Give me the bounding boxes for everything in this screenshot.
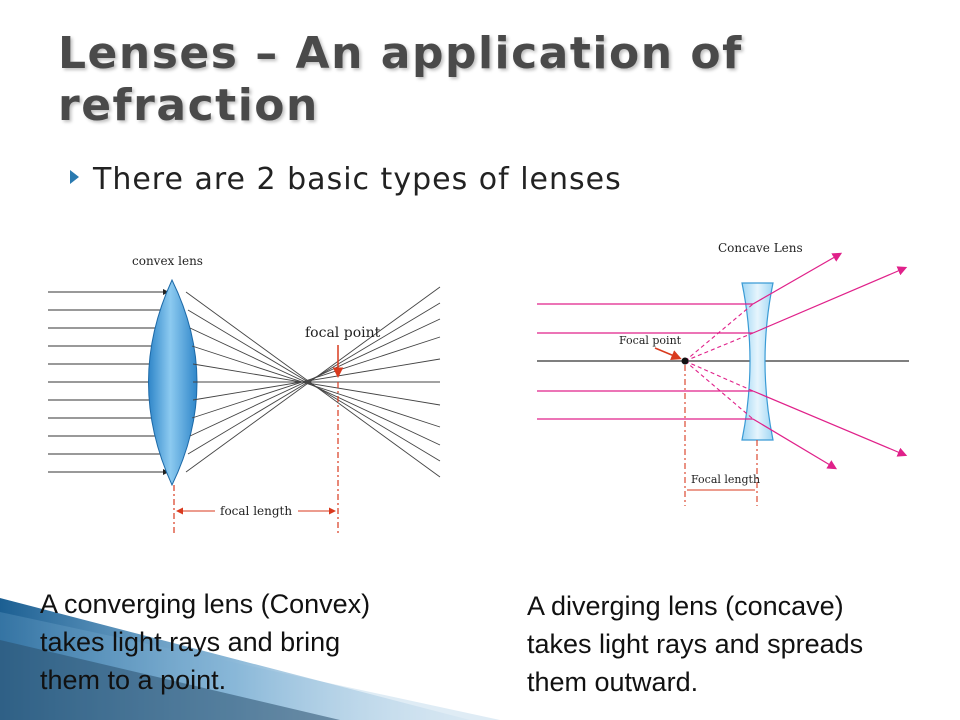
caption-line: takes light rays and bring — [40, 627, 341, 657]
concave-lens-diagram: Concave Lens Focal point Focal length — [535, 238, 915, 517]
concave-focal-arrow — [654, 347, 682, 360]
caption-line: A converging lens (Convex) — [40, 589, 371, 619]
convex-focal-length-label: focal length — [220, 504, 292, 518]
concave-lens-label: Concave Lens — [718, 241, 803, 255]
incoming-rays — [48, 289, 169, 475]
caption-line: A diverging lens (concave) — [527, 591, 844, 621]
concave-focal-point-label: Focal point — [619, 334, 682, 347]
convex-caption: A converging lens (Convex) takes light r… — [40, 585, 480, 699]
convex-focal-point-label: focal point — [305, 325, 381, 341]
virtual-rays — [684, 303, 754, 420]
convex-lens-label: convex lens — [132, 254, 203, 268]
concave-focal-point-dot — [681, 357, 689, 365]
triangle-bullet-icon — [70, 170, 79, 184]
incoming-rays-concave — [537, 303, 753, 420]
concave-caption: A diverging lens (concave) takes light r… — [527, 587, 947, 701]
caption-line: them outward. — [527, 667, 699, 697]
diverging-rays — [752, 252, 908, 470]
title-line-2: refraction — [58, 80, 319, 131]
bullet-item: There are 2 basic types of lenses — [70, 160, 622, 200]
concave-focal-length-label: Focal length — [691, 473, 760, 486]
bullet-text: There are 2 basic types of lenses — [93, 162, 622, 197]
convex-lens-diagram: convex lens focal point focal length — [40, 245, 450, 539]
slide-title: Lenses – An application of refraction — [58, 28, 938, 132]
title-line-1: Lenses – An application of — [58, 28, 743, 79]
caption-line: takes light rays and spreads — [527, 629, 864, 659]
concave-lens-shape — [741, 282, 774, 441]
convex-lens-shape — [148, 278, 198, 487]
converging-rays — [185, 286, 441, 478]
caption-line: them to a point. — [40, 665, 227, 695]
